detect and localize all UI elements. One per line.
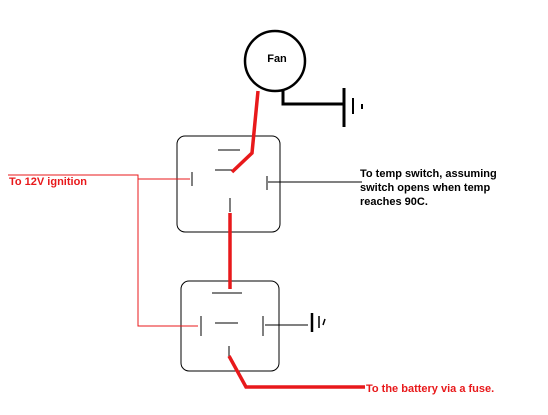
fan: Fan	[243, 29, 307, 93]
fan-ground	[281, 88, 363, 127]
temp-switch-label-line3: reaches 90C.	[360, 196, 428, 208]
battery-wire	[227, 355, 365, 389]
temp-switch-label-line2: switch opens when temp	[360, 182, 490, 194]
fan-circle	[243, 29, 307, 93]
fan-ground-wire	[281, 91, 343, 106]
relay-ground-symbol-bar	[322, 318, 326, 326]
ignition-label: To 12V ignition	[9, 176, 87, 188]
fan-label: Fan	[267, 53, 287, 65]
ignition-wire	[8, 174, 198, 327]
battery-label: To the battery via a fuse.	[366, 383, 494, 395]
temp-switch-label-line1: To temp switch, assuming	[360, 168, 497, 180]
black-wires	[265, 181, 362, 332]
fan-to-relay-top-wire	[230, 90, 260, 174]
red-wires	[8, 90, 365, 389]
